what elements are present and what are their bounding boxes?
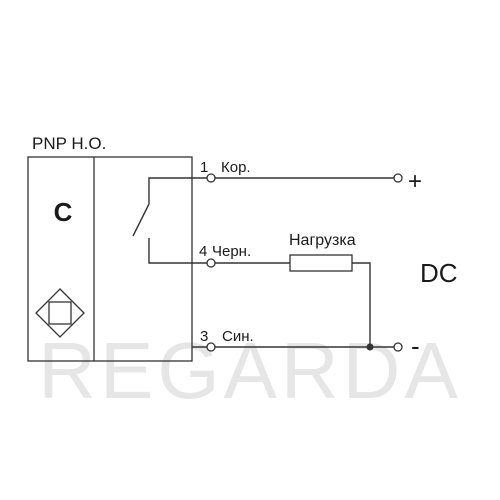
load-return-wire [352,262,371,347]
no-switch-icon [132,177,192,264]
terminal-1-number: 1 [200,159,208,176]
dc-supply-label: DC [420,258,458,288]
terminal-3-node [206,342,216,352]
terminal-4-node [206,258,216,268]
sensor-type-label: PNP Н.О. [32,134,106,153]
inductive-sensor-diamond-icon [35,288,85,338]
sensor-letter: C [54,197,73,227]
junction-dot [366,343,374,351]
minus-terminal-node [393,342,403,352]
resistor-icon [289,254,353,272]
terminal-1-node [206,173,216,183]
plus-terminal-node [393,173,403,183]
load-label: Нагрузка [289,232,356,249]
sensor-housing [27,156,193,362]
terminal-3-number: 3 [200,328,208,345]
plus-sign: + [408,168,422,195]
terminal-3-label: Син. [222,328,254,345]
terminal-4-number: 4 [199,243,207,260]
terminal-1-label: Кор. [221,159,251,176]
minus-sign: - [411,331,420,361]
watermark-text: REGARDA [38,326,462,415]
terminal-4-label: Черн. [212,243,251,260]
sensor-body [27,156,193,362]
